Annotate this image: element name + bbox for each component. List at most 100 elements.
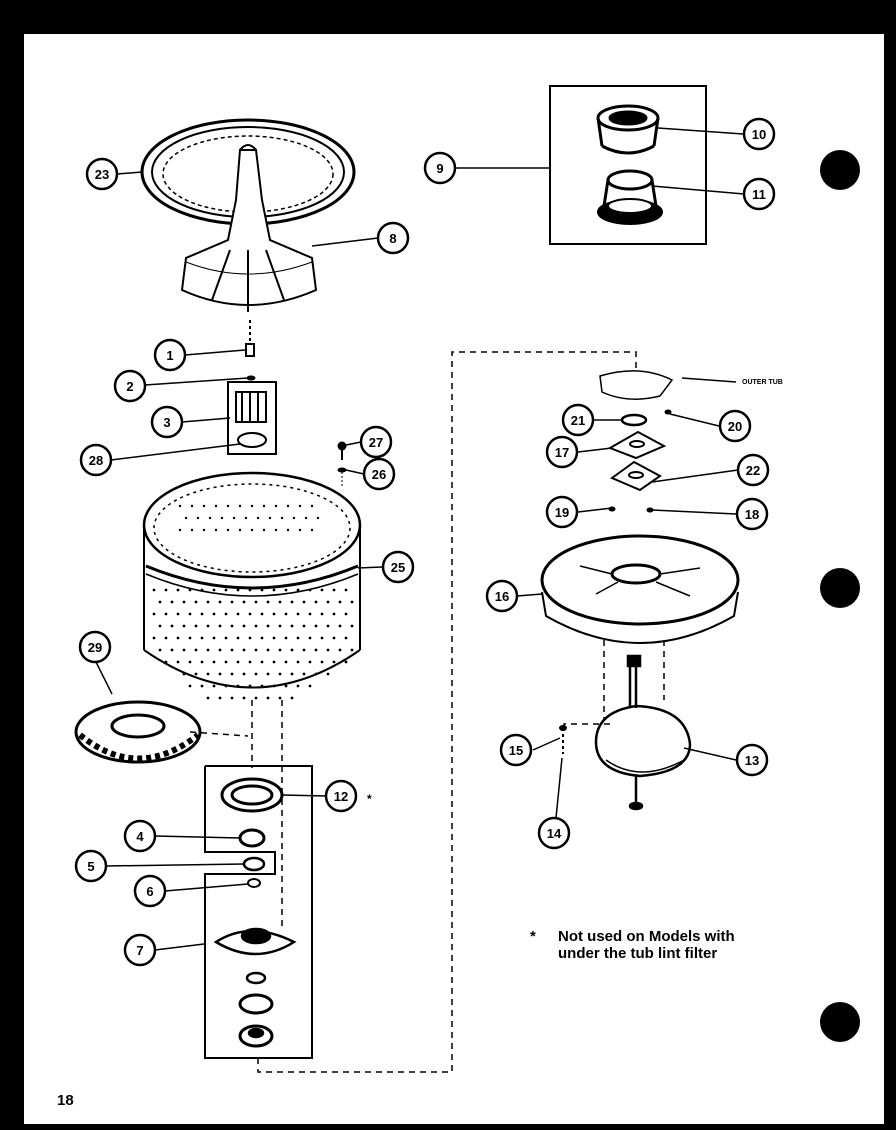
part-22-bracket <box>609 460 662 492</box>
perforation-dot <box>200 588 204 592</box>
callout-number: 17 <box>555 445 569 460</box>
perforation-dot <box>200 612 204 616</box>
footnote-asterisk: * <box>530 928 536 945</box>
perforation-dot <box>176 660 180 664</box>
callout-number: 23 <box>95 167 109 182</box>
callout-2: 2 <box>113 369 147 403</box>
perforation-dot <box>170 600 174 604</box>
callout-number: 4 <box>136 829 144 844</box>
perforation-dot <box>260 612 264 616</box>
binder-hole <box>820 568 860 608</box>
callout-27: 27 <box>359 425 393 459</box>
callout-number: 12 <box>334 789 348 804</box>
part-10-cap <box>596 104 660 155</box>
perforation-dot <box>152 612 156 616</box>
perforation-dot <box>320 588 324 592</box>
perforation-dot <box>200 660 204 664</box>
callout-21: 21 <box>561 403 595 437</box>
callout-number: 5 <box>87 859 94 874</box>
perforation-dot <box>206 696 210 700</box>
perforation-dot <box>200 636 204 640</box>
part-11-seal <box>597 169 663 225</box>
callout-bubbles: 1234567891011121314151617181920212223252… <box>74 117 776 967</box>
callout-14: 14 <box>537 816 571 850</box>
perforation-dot <box>254 696 258 700</box>
perforation-dot <box>344 612 348 616</box>
part-26-clip <box>337 467 347 488</box>
callout-number: 6 <box>146 884 153 899</box>
callout-number: 20 <box>728 419 742 434</box>
callout-11: 11 <box>742 177 776 211</box>
perforation-dot <box>290 624 294 628</box>
perforation-dot <box>332 660 336 664</box>
perforation-dot <box>278 624 282 628</box>
perforation-dot <box>274 504 278 508</box>
leader-lines <box>94 127 745 951</box>
perforation-dot <box>178 504 182 508</box>
callout-26: 26 <box>362 457 396 491</box>
perforation-dot <box>296 660 300 664</box>
perforation-dot <box>230 696 234 700</box>
callout-18: 18 <box>735 497 769 531</box>
perforation-dot <box>290 600 294 604</box>
perforation-dot <box>182 624 186 628</box>
perforation-dot <box>278 696 282 700</box>
perforation-dot <box>164 612 168 616</box>
perforation-dot <box>224 684 228 688</box>
perforation-dot <box>310 528 314 532</box>
perforation-dot <box>242 672 246 676</box>
perforation-dot <box>326 624 330 628</box>
perforation-dot <box>316 516 320 520</box>
perforation-dot <box>206 624 210 628</box>
perforation-dot <box>176 636 180 640</box>
binder-hole <box>820 150 860 190</box>
perforation-dot <box>212 588 216 592</box>
callout-number: 21 <box>571 413 585 428</box>
callout-16: 16 <box>485 579 519 613</box>
perforation-dot <box>214 504 218 508</box>
perforation-dot <box>224 636 228 640</box>
perforation-dot <box>320 636 324 640</box>
part-9-inset-box <box>549 85 707 245</box>
perforation-dot <box>272 588 276 592</box>
perforation-dot <box>218 600 222 604</box>
perforation-dot <box>182 600 186 604</box>
perforation-dot <box>236 636 240 640</box>
part-14-bolt <box>559 725 567 754</box>
perforation-dot <box>196 516 200 520</box>
assembly-guide-lines <box>189 351 665 1073</box>
perforation-dot <box>226 528 230 532</box>
perforation-dot <box>236 588 240 592</box>
perforation-dot <box>302 600 306 604</box>
callout-number: 19 <box>555 505 569 520</box>
perforation-dot <box>248 612 252 616</box>
perforation-dot <box>298 504 302 508</box>
callout-number: 25 <box>391 560 405 575</box>
perforation-dot <box>254 600 258 604</box>
footnote-line-1: Not used on Models with <box>558 928 735 945</box>
callout-20: 20 <box>718 409 752 443</box>
perforation-dot <box>260 660 264 664</box>
perforation-dot <box>178 528 182 532</box>
callout-number: 15 <box>509 743 523 758</box>
part-1-bolt <box>245 320 255 357</box>
perforation-dot <box>230 624 234 628</box>
item-12-asterisk: * <box>367 792 372 806</box>
perforation-dot <box>224 612 228 616</box>
perforation-dot <box>296 588 300 592</box>
part-17-bracket <box>607 430 667 460</box>
perforation-dot <box>212 684 216 688</box>
perforation-dot <box>332 612 336 616</box>
callout-number: 16 <box>495 589 509 604</box>
perforation-dot <box>188 612 192 616</box>
perforation-dot <box>248 636 252 640</box>
perforation-dot <box>170 648 174 652</box>
perforation-dot <box>182 672 186 676</box>
perforation-dot <box>164 636 168 640</box>
callout-number: 3 <box>163 415 170 430</box>
part-13-gearcase <box>594 654 692 811</box>
perforation-dot <box>338 600 342 604</box>
callout-6: 6 <box>133 874 167 908</box>
perforation-dot <box>262 528 266 532</box>
callout-number: 7 <box>136 943 143 958</box>
